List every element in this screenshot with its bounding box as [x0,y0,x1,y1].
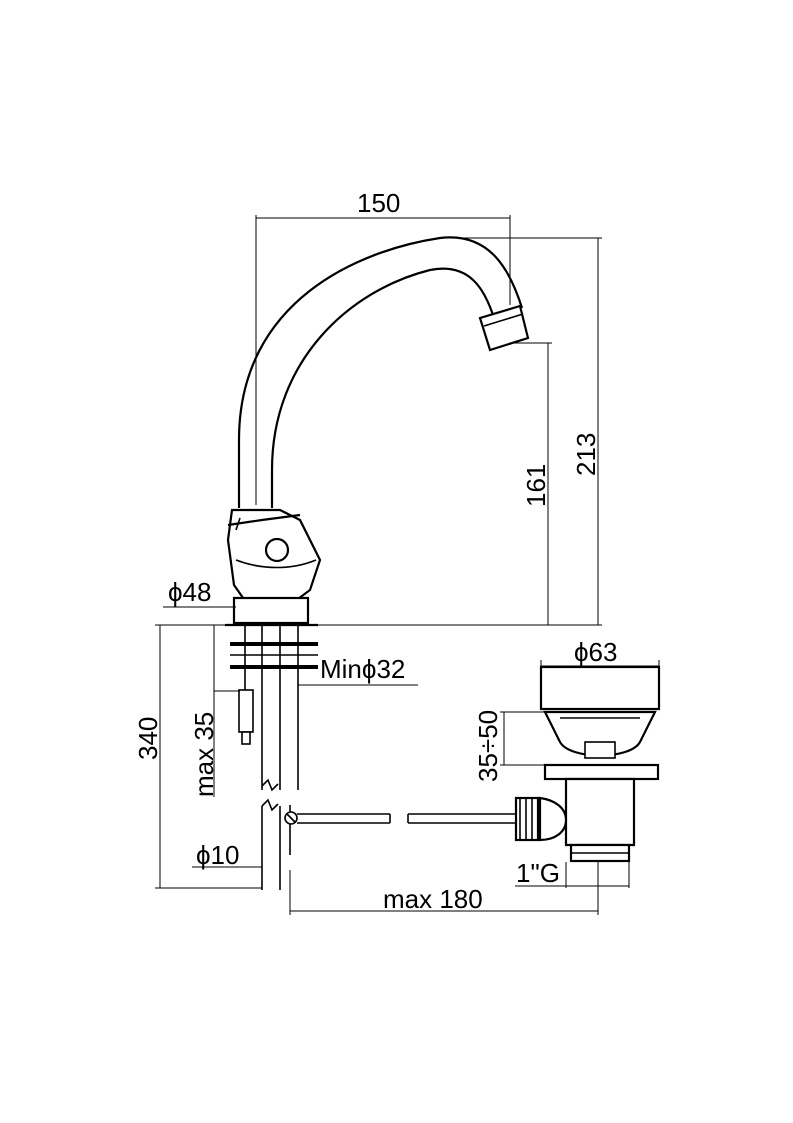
dim-overall-length: 340 [133,717,163,760]
waste-nut [543,763,660,781]
dimension-lines [155,215,660,915]
pop-up-waste [514,665,661,863]
dim-spout-reach: 150 [357,188,400,218]
dim-rod-length: max 180 [383,884,483,914]
spout-inner [270,267,496,508]
handle-knob [264,537,290,563]
dim-total-height: 213 [571,433,601,476]
faucet-body [225,236,530,627]
dim-base-diameter: ϕ48 [168,577,211,607]
handle-cap [227,513,301,527]
dim-max-deck-thickness: max 35 [189,712,219,797]
waste-cap [539,665,661,711]
spout-outer [237,236,524,508]
waste-body [564,777,636,847]
faucet-base [232,596,310,625]
aerator [478,304,530,352]
dim-basin-thickness-range: 35÷50 [473,710,503,782]
dim-hose-diameter: ϕ10 [196,840,239,870]
under-deck-assembly [230,625,515,890]
hose-connector [238,689,254,733]
dim-thread-size: 1"G [516,858,560,888]
dim-outlet-height: 161 [521,464,551,507]
dim-hole-diameter: Minϕ32 [320,654,405,684]
dim-waste-diameter: ϕ63 [574,637,617,667]
